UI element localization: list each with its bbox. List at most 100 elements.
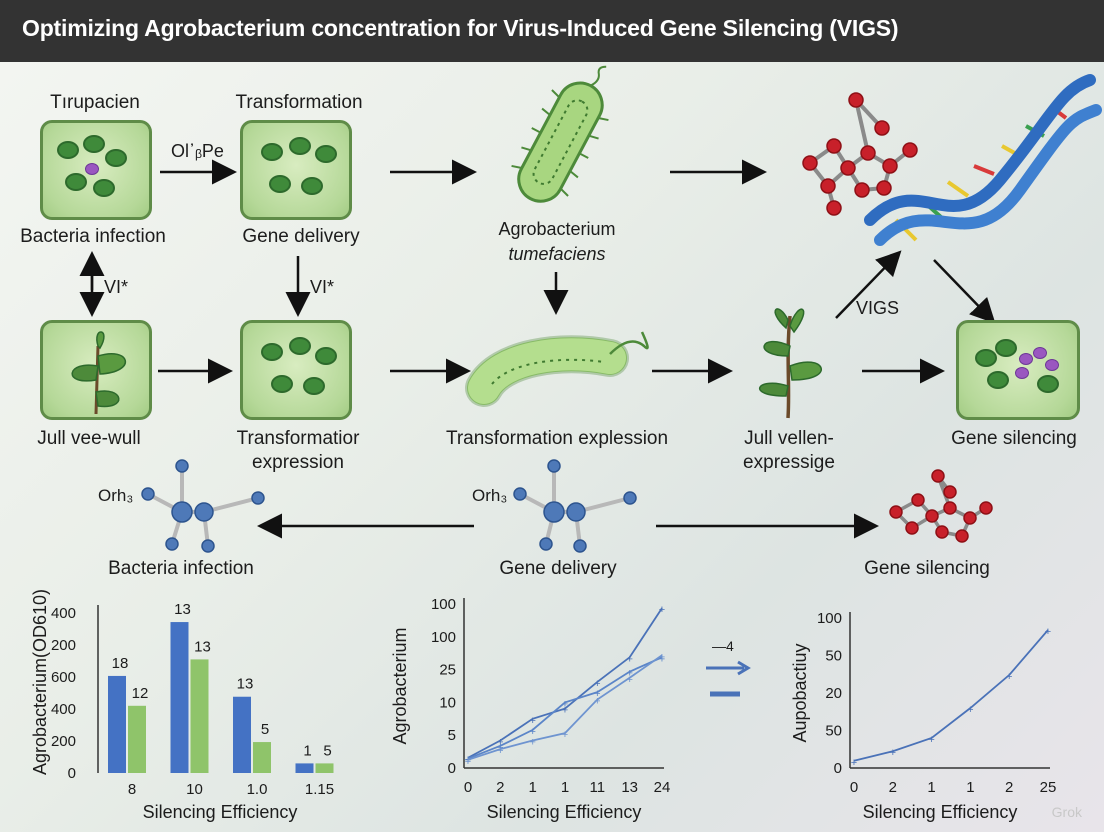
x-tick-label: 1.15 <box>305 781 334 798</box>
cell3-label-1: Transformatior <box>236 428 360 449</box>
bar <box>108 675 126 773</box>
y-tick-label: 200 <box>51 637 76 654</box>
bar <box>128 705 146 773</box>
data-point-marker: + <box>659 651 665 663</box>
y-tick-label: 100 <box>431 629 456 646</box>
vigs-label: VIGS <box>856 298 900 318</box>
data-point-marker: + <box>659 604 665 616</box>
data-point-marker: + <box>626 674 632 686</box>
y-tick-label: 400 <box>51 605 76 622</box>
bar <box>233 696 251 773</box>
small-red-molecule-icon <box>889 469 993 543</box>
bacterium-row2-label: Transformation explession <box>445 428 669 449</box>
chloroplast <box>261 143 283 161</box>
bacterium-label-2: tumefaciens <box>508 244 606 264</box>
data-point-marker: + <box>928 734 934 746</box>
y-axis-title: Agrobacterium <box>390 627 410 744</box>
x-tick-label: 2 <box>1005 779 1013 796</box>
leaf-icon <box>71 331 126 415</box>
y-tick-label: 25 <box>439 662 456 679</box>
cell2-top-label: Transformation <box>235 92 363 113</box>
y-tick-label: 50 <box>825 723 842 740</box>
watermark: Grok <box>1051 804 1082 820</box>
x-tick-label: 1.0 <box>247 781 268 798</box>
data-point-marker: + <box>529 715 535 727</box>
y-axis-title: Agrobacterium(OD610) <box>30 589 50 775</box>
silenced-cell <box>956 320 1080 420</box>
molecule-icon <box>802 92 918 216</box>
x-tick-label: 2 <box>496 779 504 796</box>
cell1-top-label: Tırupacien <box>50 92 140 113</box>
data-point-marker: + <box>1006 671 1012 683</box>
x-tick-label: 2 <box>889 779 897 796</box>
chloroplast <box>289 137 311 155</box>
arrow1-label: Ol᾿ᵦPe <box>171 141 224 161</box>
mol-left-label: Orh₃ <box>98 486 134 505</box>
y-tick-label: 0 <box>68 765 76 782</box>
sprout-label-1: Jull vellen- <box>744 428 834 449</box>
vacuole <box>1045 359 1059 371</box>
data-point-marker: + <box>497 745 503 757</box>
x-tick-label: 25 <box>1040 779 1057 796</box>
data-point-marker: + <box>529 726 535 738</box>
x-tick-label: 1 <box>528 779 536 796</box>
data-point-marker: + <box>562 729 568 741</box>
blue-molecule-icon-2 <box>513 459 637 553</box>
plant-cell-2 <box>240 120 352 220</box>
chloroplast <box>83 135 105 153</box>
bar-value-label: 13 <box>237 676 254 693</box>
chloroplast <box>995 339 1017 357</box>
chloroplast <box>315 145 337 163</box>
data-point-marker: + <box>497 737 503 749</box>
bar <box>190 659 209 773</box>
chart-legend-label: —4 <box>712 638 734 654</box>
vert-left-label: VI* <box>104 277 129 297</box>
data-point-marker: + <box>626 653 632 665</box>
series-line <box>467 654 663 761</box>
vert-mid-label: VI* <box>310 277 335 297</box>
bar <box>295 763 314 773</box>
plant-label: Jull vee-wull <box>37 428 141 449</box>
x-tick-label: 0 <box>464 779 472 796</box>
x-tick-label: 1 <box>561 779 569 796</box>
vacuole <box>85 163 99 175</box>
y-tick-label: 400 <box>51 701 76 718</box>
bar-value-label: 1 <box>303 742 311 759</box>
x-tick-label: 13 <box>621 779 638 796</box>
data-point-marker: + <box>529 737 535 749</box>
y-tick-label: 600 <box>51 669 76 686</box>
cell2-bottom-label: Gene delivery <box>242 226 360 247</box>
cell3-label-2: expression <box>252 452 344 473</box>
bar-value-label: 13 <box>174 601 191 618</box>
vacuole <box>1019 353 1033 365</box>
chloroplast <box>301 177 323 195</box>
silenced-label: Gene silencing <box>951 428 1077 449</box>
data-point-marker: + <box>626 668 632 680</box>
y-tick-label: 0 <box>448 760 456 777</box>
data-point-marker: + <box>659 653 665 665</box>
x-axis-title: Silencing Efficiency <box>487 802 642 822</box>
data-point-marker: + <box>1045 626 1051 638</box>
plant-cell-3 <box>240 320 352 420</box>
data-point-marker: + <box>594 678 600 690</box>
agrobacterium-curved-icon <box>465 331 649 407</box>
x-tick-label: 10 <box>186 781 203 798</box>
agrobacterium-icon <box>511 65 609 203</box>
sprout-icon <box>759 308 823 419</box>
title-bar: Optimizing Agrobacterium concentration f… <box>0 0 1104 62</box>
vacuole <box>1015 367 1029 379</box>
chloroplast <box>303 377 325 395</box>
legend-arrow-icon <box>706 660 751 697</box>
y-tick-label: 200 <box>51 733 76 750</box>
bar-value-label: 5 <box>261 721 269 738</box>
bar-value-label: 12 <box>132 685 149 702</box>
series-line <box>467 607 663 759</box>
data-point-marker: + <box>594 688 600 700</box>
data-point-marker: + <box>465 756 471 768</box>
series-line <box>853 629 1049 762</box>
chloroplast <box>289 337 311 355</box>
bar <box>315 763 334 773</box>
chloroplast <box>975 349 997 367</box>
